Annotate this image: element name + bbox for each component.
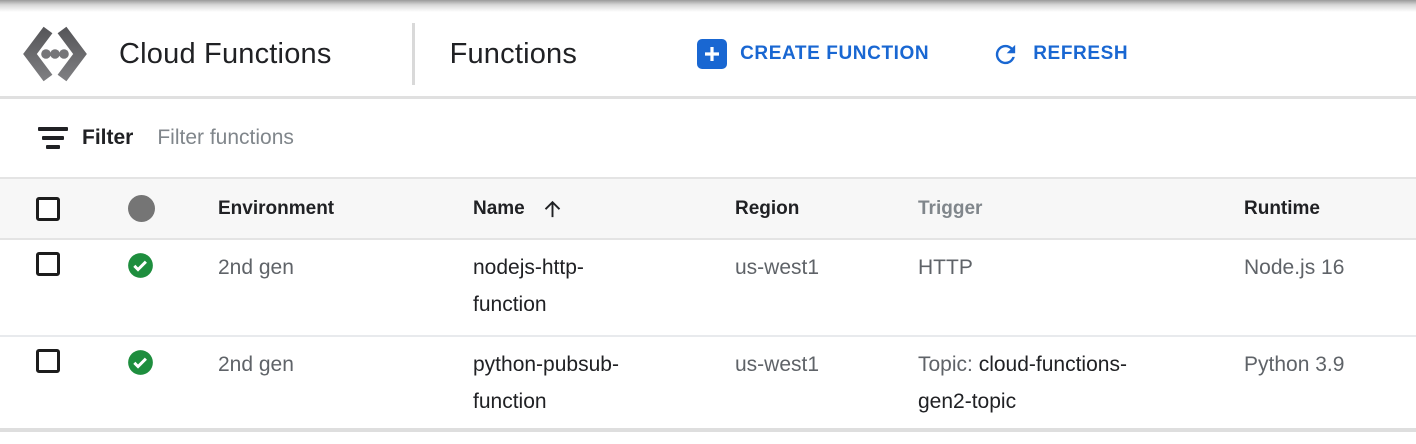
cell-function-name[interactable]: nodejs-http-function — [473, 256, 584, 316]
cell-environment: 2nd gen — [218, 353, 294, 376]
row-checkbox[interactable] — [36, 252, 60, 276]
cell-runtime: Python 3.9 — [1244, 353, 1345, 376]
table-header-row: Environment Name Region Trigger Runtime — [0, 177, 1416, 240]
check-circle-icon — [128, 350, 153, 375]
app-header: Cloud Functions Functions CREATE FUNCTIO… — [0, 12, 1416, 96]
filter-label: Filter — [82, 126, 134, 149]
check-circle-icon — [128, 253, 153, 278]
column-header-name[interactable]: Name — [452, 197, 714, 220]
refresh-label: REFRESH — [1033, 43, 1129, 64]
cell-region: us-west1 — [735, 256, 820, 279]
create-function-label: CREATE FUNCTION — [740, 43, 930, 64]
status-column-circle-icon — [128, 195, 155, 222]
column-header-trigger[interactable]: Trigger — [918, 197, 983, 219]
column-header-runtime[interactable]: Runtime — [1244, 197, 1320, 219]
create-function-button[interactable]: CREATE FUNCTION — [697, 39, 929, 69]
product-title: Cloud Functions — [119, 37, 332, 70]
cell-runtime: Node.js 16 — [1244, 256, 1345, 279]
functions-table: Environment Name Region Trigger Runtime … — [0, 177, 1416, 432]
table-row[interactable]: 2nd gen python-pubsub-function us-west1 … — [0, 337, 1416, 432]
cell-function-name[interactable]: python-pubsub-function — [473, 353, 619, 413]
filter-list-icon — [38, 127, 68, 149]
cloud-functions-logo-icon — [23, 26, 87, 82]
cell-region: us-west1 — [735, 353, 820, 376]
title-divider — [411, 23, 415, 85]
row-checkbox[interactable] — [36, 349, 60, 373]
filter-functions-input[interactable] — [157, 126, 858, 150]
sort-ascending-arrow-icon[interactable] — [541, 197, 564, 220]
refresh-icon — [996, 44, 1016, 64]
table-row[interactable]: 2nd gen nodejs-http-function us-west1 HT… — [0, 240, 1416, 337]
cell-trigger: Topic: cloud-functions-gen2-topic — [897, 337, 1223, 420]
refresh-button[interactable]: REFRESH — [991, 40, 1128, 69]
filter-bar: Filter — [0, 99, 1416, 177]
cell-trigger: HTTP — [897, 240, 1223, 286]
top-shadow — [0, 0, 1416, 12]
trigger-topic: cloud-functions-gen2-topic — [918, 353, 1127, 413]
select-all-checkbox[interactable] — [36, 196, 60, 221]
column-header-region[interactable]: Region — [735, 197, 800, 219]
page-title: Functions — [449, 37, 578, 70]
plus-icon — [697, 39, 728, 69]
trigger-label: HTTP — [918, 256, 973, 279]
cell-environment: 2nd gen — [218, 256, 294, 279]
trigger-label: Topic: — [918, 353, 973, 376]
column-header-environment[interactable]: Environment — [218, 197, 335, 219]
header-divider — [0, 96, 1416, 99]
